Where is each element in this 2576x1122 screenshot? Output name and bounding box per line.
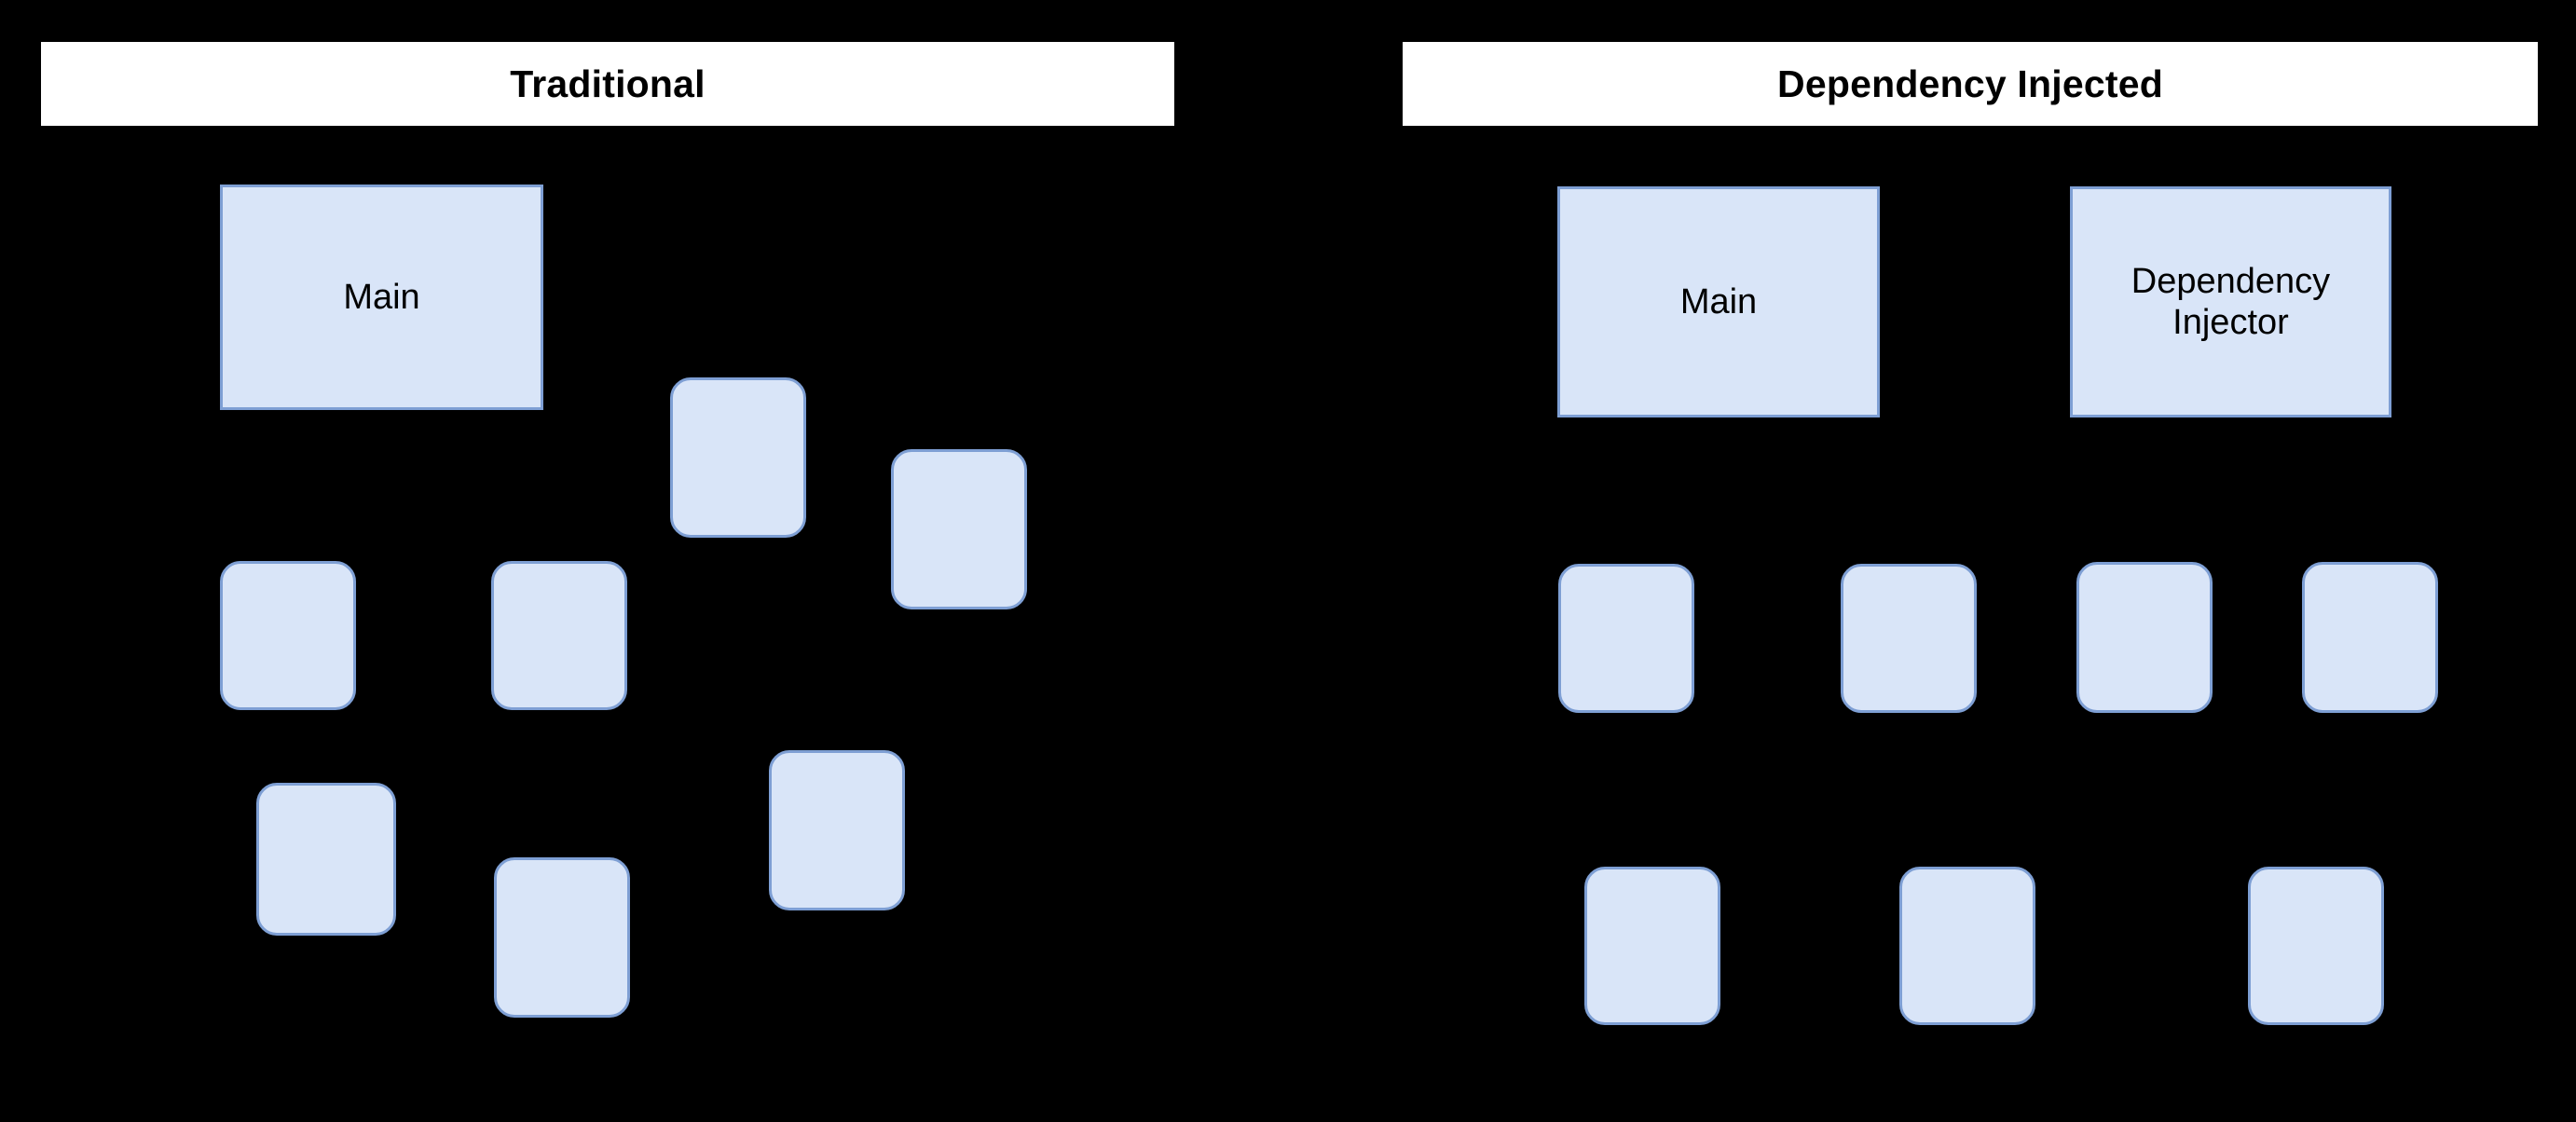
node-di-injector[interactable]: Dependency Injector xyxy=(2070,186,2391,417)
node-label-di-injector: Dependency Injector xyxy=(2131,261,2331,342)
node-trad-n1[interactable] xyxy=(670,377,806,538)
node-di-m4[interactable] xyxy=(2302,562,2438,713)
node-di-b1[interactable] xyxy=(1584,867,1720,1025)
node-trad-n6[interactable] xyxy=(494,857,630,1018)
node-label-di-main: Main xyxy=(1679,281,1758,322)
node-trad-main[interactable]: Main xyxy=(220,185,543,410)
node-di-m2[interactable] xyxy=(1841,564,1977,713)
node-trad-n2[interactable] xyxy=(891,449,1027,609)
panel-title-traditional: Traditional xyxy=(510,62,706,105)
node-di-b3[interactable] xyxy=(2248,867,2384,1025)
node-trad-n5[interactable] xyxy=(256,783,396,936)
panel-header-dependency-injected: Dependency Injected xyxy=(1403,42,2538,126)
node-di-m1[interactable] xyxy=(1558,564,1694,713)
panel-title-dependency-injected: Dependency Injected xyxy=(1777,62,2163,105)
panel-header-traditional: Traditional xyxy=(41,42,1174,126)
node-trad-n3[interactable] xyxy=(220,561,356,710)
node-di-b2[interactable] xyxy=(1899,867,2035,1025)
node-di-m3[interactable] xyxy=(2076,562,2213,713)
node-trad-n7[interactable] xyxy=(769,750,905,910)
node-di-main[interactable]: Main xyxy=(1557,186,1880,417)
node-trad-n4[interactable] xyxy=(491,561,627,710)
node-label-trad-main: Main xyxy=(343,277,420,317)
